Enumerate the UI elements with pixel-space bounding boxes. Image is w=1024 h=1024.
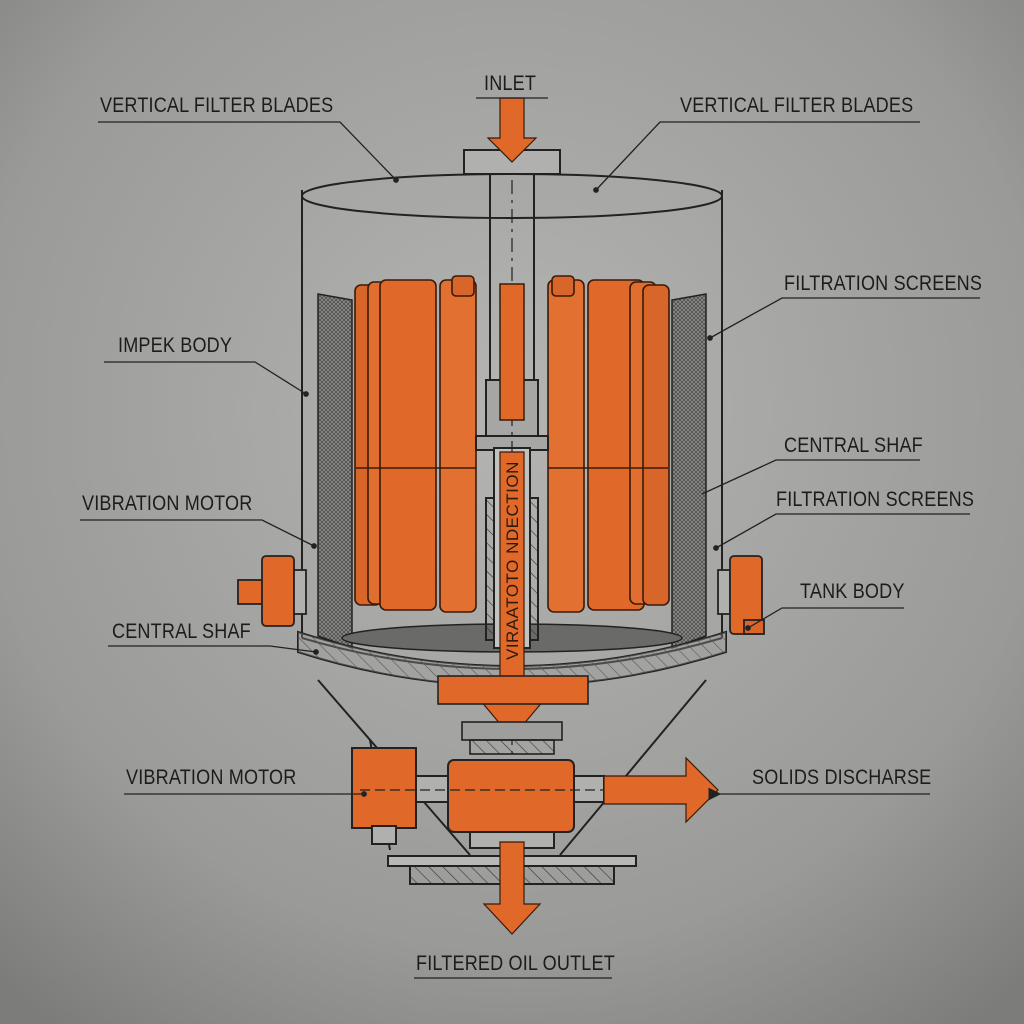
solids-discharge-arrow <box>603 756 719 824</box>
label-impek-body: IMPEK BODY <box>118 334 233 357</box>
inlet-arrow <box>486 97 538 163</box>
label-vertical-filter-blades-left: VERTICAL FILTER BLADES <box>100 94 334 117</box>
side-motor-left <box>237 555 307 627</box>
label-inlet: INLET <box>484 72 537 95</box>
filter-blades <box>354 275 670 613</box>
label-central-shaf-right: CENTRAL SHAF <box>784 434 923 457</box>
label-vertical-filter-blades-right: VERTICAL FILTER BLADES <box>680 94 914 117</box>
label-vibration-motor-bottom: VIBRATION MOTOR <box>126 766 297 789</box>
vibration-direction-text: VIRAATOTO NDECTION <box>503 461 522 660</box>
label-solids-discharse: SOLIDS DISCHARSE <box>752 766 932 789</box>
bottom-ring <box>297 630 727 687</box>
lower-flange <box>437 675 589 755</box>
outlet-arrow <box>482 841 542 935</box>
shaft-inner-bar <box>499 283 525 421</box>
label-tank-body: TANK BODY <box>800 580 905 603</box>
label-filtration-screens-top: FILTRATION SCREENS <box>784 272 983 295</box>
label-central-shaf-left: CENTRAL SHAF <box>112 620 251 643</box>
label-vibration-motor-left: VIBRATION MOTOR <box>82 492 253 515</box>
label-filtered-oil-outlet: FILTERED OIL OUTLET <box>416 952 615 975</box>
label-filtration-screens-mid: FILTRATION SCREENS <box>776 488 975 511</box>
leader-lines <box>80 97 980 979</box>
